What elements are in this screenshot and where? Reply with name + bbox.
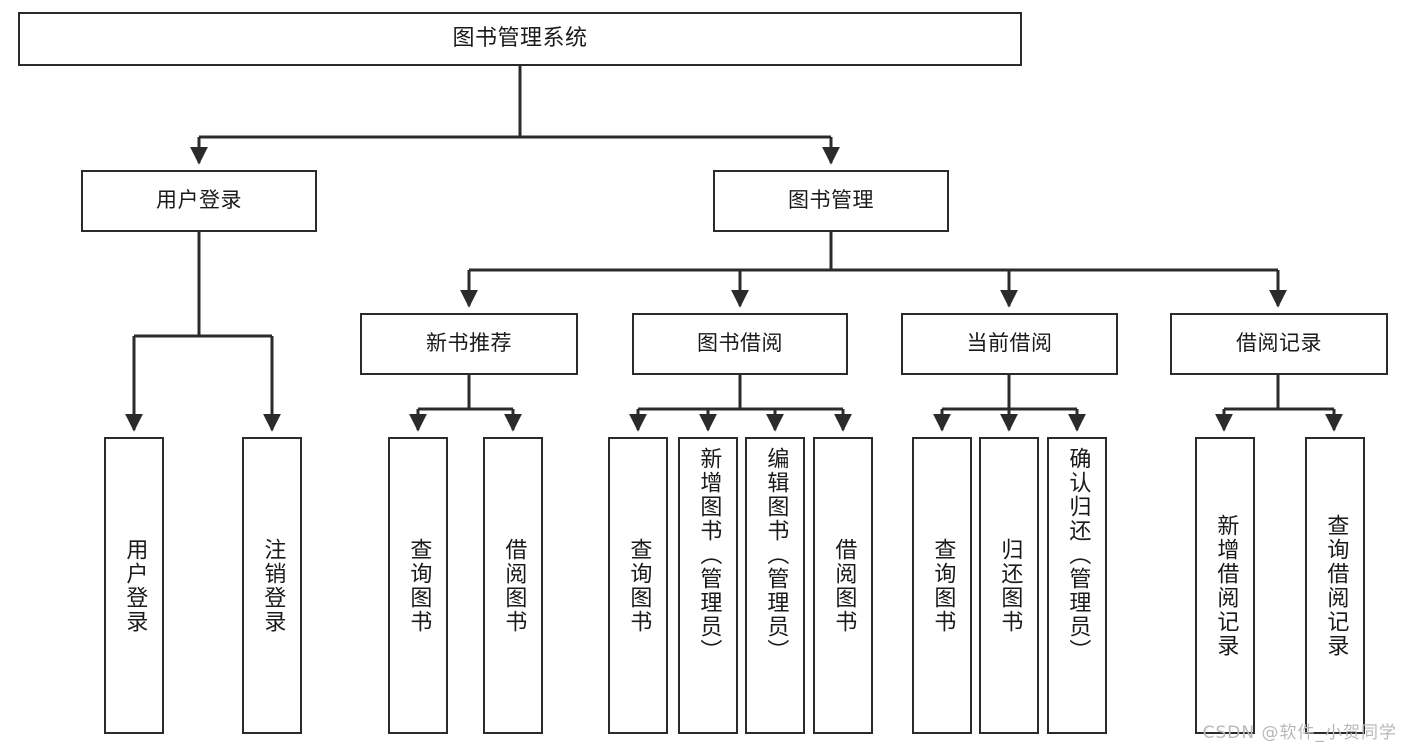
node-label: 新增借阅记录: [1213, 513, 1239, 658]
leaf-logout-login[interactable]: 注销登录: [242, 437, 302, 734]
leaf-add-record[interactable]: 新增借阅记录: [1195, 437, 1255, 734]
leaf-user-login[interactable]: 用户登录: [104, 437, 164, 734]
leaf-query-book-1[interactable]: 查询图书: [388, 437, 448, 734]
leaf-borrow-book-2[interactable]: 借阅图书: [813, 437, 873, 734]
node-label: 新增图书（管理员）: [696, 447, 722, 663]
node-label: 用户登录: [122, 537, 148, 634]
leaf-query-book-3[interactable]: 查询图书: [912, 437, 972, 734]
node-book-borrow[interactable]: 图书借阅: [632, 313, 848, 375]
node-label: 查询借阅记录: [1323, 513, 1349, 658]
node-book-manage[interactable]: 图书管理: [713, 170, 949, 232]
node-label: 查询图书: [626, 537, 652, 634]
node-user-login[interactable]: 用户登录: [81, 170, 317, 232]
node-label: 确认归还（管理员）: [1065, 447, 1091, 663]
leaf-return-book[interactable]: 归还图书: [979, 437, 1039, 734]
leaf-add-book[interactable]: 新增图书（管理员）: [678, 437, 738, 734]
leaf-confirm-return[interactable]: 确认归还（管理员）: [1047, 437, 1107, 734]
node-label: 查询图书: [930, 537, 956, 634]
node-label: 图书管理系统: [452, 25, 588, 51]
node-label: 图书管理: [788, 188, 874, 213]
node-current-borrow[interactable]: 当前借阅: [901, 313, 1118, 375]
node-label: 归还图书: [997, 537, 1023, 634]
node-label: 借阅图书: [831, 537, 857, 634]
node-label: 借阅记录: [1236, 331, 1322, 356]
node-root-system[interactable]: 图书管理系统: [18, 12, 1022, 66]
node-label: 图书借阅: [697, 331, 783, 356]
leaf-query-book-2[interactable]: 查询图书: [608, 437, 668, 734]
csdn-watermark: CSDN @软件_小贺同学: [1202, 723, 1397, 743]
node-new-book-recommend[interactable]: 新书推荐: [360, 313, 578, 375]
node-borrow-record[interactable]: 借阅记录: [1170, 313, 1388, 375]
leaf-edit-book[interactable]: 编辑图书（管理员）: [745, 437, 805, 734]
node-label: 当前借阅: [966, 331, 1053, 356]
node-label: 新书推荐: [426, 331, 512, 356]
node-label: 用户登录: [156, 188, 242, 213]
node-label: 借阅图书: [501, 537, 527, 634]
node-label: 查询图书: [406, 537, 432, 634]
node-label: 注销登录: [260, 537, 286, 634]
leaf-borrow-book-1[interactable]: 借阅图书: [483, 437, 543, 734]
node-label: 编辑图书（管理员）: [763, 447, 789, 663]
leaf-query-record[interactable]: 查询借阅记录: [1305, 437, 1365, 734]
